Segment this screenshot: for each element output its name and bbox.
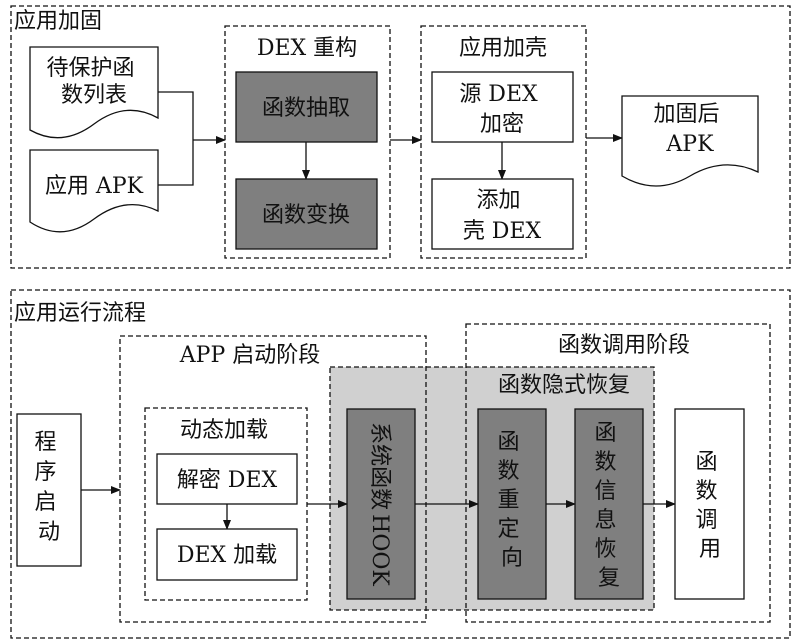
- svg-text:系统函数HOOK: 系统函数HOOK: [367, 422, 392, 586]
- add-shell-dex-box: [431, 178, 574, 250]
- function-extract-text: 函数抽取: [262, 96, 350, 121]
- dex-restructure-title: DEX 重构: [257, 36, 357, 61]
- app-start-stage-title: APP 启动阶段: [179, 343, 321, 368]
- function-info-recovery-text: 函 数 信 息 恢 复: [594, 421, 623, 591]
- system-function-hook-text: 系统函数HOOK: [367, 422, 392, 586]
- function-call-box: [674, 408, 745, 600]
- function-transform-box: [235, 178, 378, 250]
- function-transform-text: 函数变换: [262, 203, 350, 228]
- app-shell-title: 应用加壳: [459, 36, 547, 61]
- source-dex-encrypt-text: 源 DEX 加密: [459, 82, 544, 137]
- decrypt-dex-text: 解密 DEX: [177, 468, 278, 493]
- system-function-hook-box: [346, 408, 416, 600]
- protected-function-list-doc: [29, 46, 159, 139]
- hardened-apk-doc: [621, 95, 759, 187]
- function-redirect-text: 函 数 重 定 向: [497, 430, 526, 571]
- function-call-stage-title: 函数调用阶段: [558, 333, 690, 358]
- dex-load-box: [156, 528, 298, 581]
- app-apk-text: 应用 APK: [45, 174, 144, 199]
- app-shell-group: [420, 25, 587, 259]
- function-redirect-box: [477, 408, 547, 600]
- program-start-box: [16, 413, 82, 567]
- protected-function-list-text: 待保护函 数列表: [46, 56, 141, 108]
- function-extract-box: [235, 71, 378, 143]
- implicit-recovery-title: 函数隐式恢复: [498, 373, 630, 398]
- source-dex-encrypt-box: [431, 71, 574, 143]
- input-merge-line: [158, 91, 194, 186]
- function-call-text: 函 数 调 用: [695, 450, 724, 562]
- function-call-stage-group: [465, 323, 771, 623]
- program-start-text: 程 序 启 动: [34, 430, 63, 545]
- runtime-panel-title: 应用运行流程: [14, 301, 146, 326]
- hardened-apk-text: 加固后 APK: [653, 102, 726, 157]
- dex-restructure-group: [224, 25, 391, 259]
- dex-load-text: DEX 加载: [177, 543, 277, 568]
- decrypt-dex-box: [156, 453, 298, 505]
- add-shell-dex-text: 添加 壳 DEX: [463, 188, 542, 244]
- runtime-panel: [10, 289, 791, 639]
- app-apk-doc: [29, 149, 159, 233]
- dynamic-load-title: 动态加载: [180, 418, 268, 443]
- app-start-stage-group: [119, 335, 427, 623]
- hardening-panel-title: 应用加固: [14, 9, 102, 34]
